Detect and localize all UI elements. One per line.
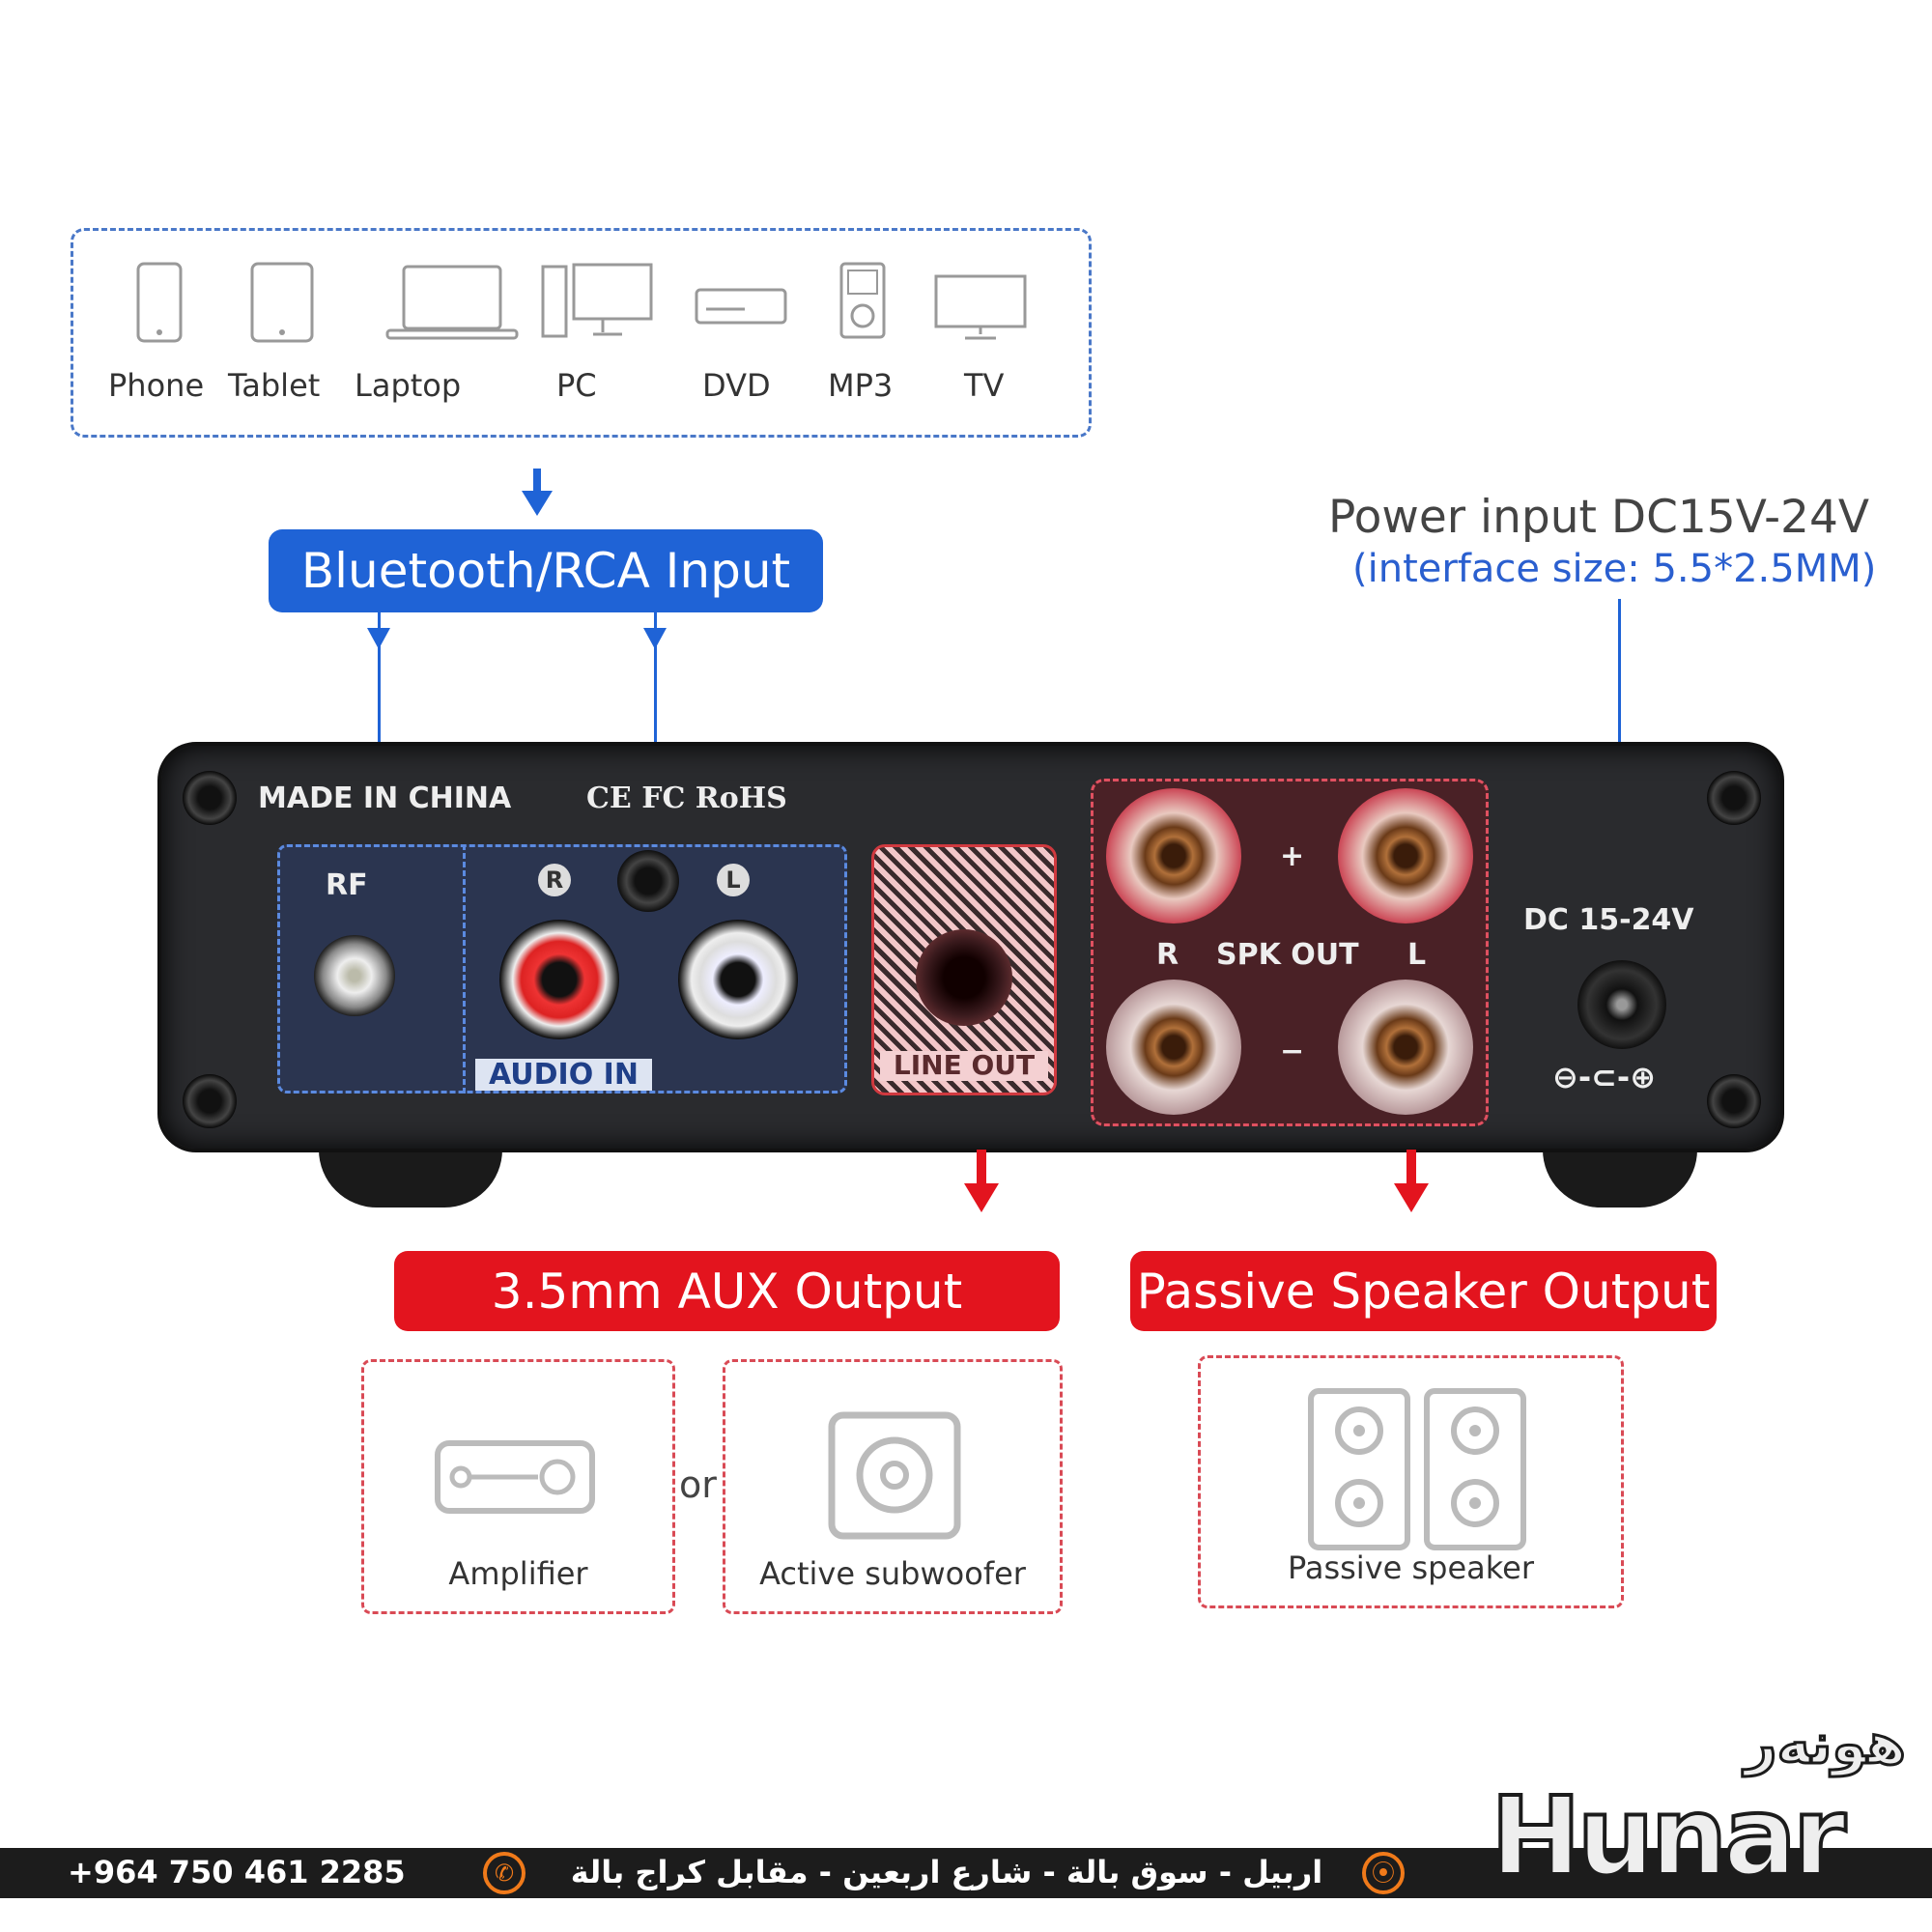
subwoofer-icon (828, 1411, 961, 1540)
bluetooth-rca-input-label: Bluetooth/RCA Input (269, 529, 823, 612)
rf-connector-line (378, 612, 381, 844)
device-label-pc: PC (556, 367, 597, 404)
amplifier-rear-panel: MADE IN CHINA CE FC RoHS RF R L AUDIO IN… (157, 742, 1784, 1152)
polarity-symbol: ⊖-⊂-⊕ (1552, 1059, 1656, 1095)
power-input-title: Power input DC15V-24V (1328, 491, 1870, 544)
rca-left-input-jack[interactable] (678, 920, 798, 1039)
arrow-down-icon (367, 628, 390, 649)
laptop-icon (384, 261, 519, 344)
tablet-icon (229, 261, 335, 344)
screw (1707, 771, 1761, 825)
rca-right-input-jack[interactable] (499, 920, 619, 1039)
device-label-dvd: DVD (702, 367, 771, 404)
device-label-phone: Phone (108, 367, 205, 404)
address-text: اربيل - سوق بالة - شارع اربعين - مقابل ك… (570, 1854, 1323, 1890)
power-input-subtitle: (interface size: 5.5*2.5MM) (1352, 547, 1877, 591)
bluetooth-antenna-jack[interactable] (617, 850, 679, 912)
phone-icon (106, 261, 213, 344)
dc-voltage-label: DC 15-24V (1523, 903, 1694, 937)
arrow-line (1406, 1150, 1416, 1188)
hunar-logo: هونەر Hunar (1489, 1715, 1916, 1900)
audio-in-label: AUDIO IN (475, 1059, 652, 1091)
source-devices-box (71, 228, 1092, 438)
rca-connector-line (654, 612, 657, 844)
location-pin-icon: ⦿ (1362, 1852, 1405, 1894)
passive-speaker-output-label: Passive Speaker Output (1130, 1251, 1717, 1331)
device-label-tablet: Tablet (228, 367, 321, 404)
rf-label: RF (326, 868, 368, 902)
spk-out-label: SPK OUT (1216, 938, 1359, 972)
speaker-r-label: R (1156, 938, 1179, 972)
aux-output-label: 3.5mm AUX Output (394, 1251, 1060, 1331)
speaker-terminal-l-negative[interactable] (1338, 980, 1473, 1115)
rca-r-label: R (538, 864, 571, 896)
rf-divider (463, 844, 466, 1094)
tv-icon (927, 261, 1034, 344)
active-subwoofer-box: Active subwoofer (723, 1359, 1063, 1614)
passive-speaker-label: Passive speaker (1287, 1549, 1534, 1586)
speaker-arrow-icon (1394, 1183, 1429, 1212)
phone-number: +964 750 461 2285 (68, 1854, 406, 1890)
arrow-down-icon (643, 628, 667, 649)
logo-arabic-text: هونەر (1744, 1711, 1908, 1776)
desktop-pc-icon (539, 261, 655, 344)
device-label-mp3: MP3 (828, 367, 894, 404)
negative-symbol: − (1280, 1035, 1305, 1068)
amplifier-icon (435, 1440, 595, 1514)
amplifier-box: Amplifier (361, 1359, 675, 1614)
or-text: or (679, 1463, 717, 1506)
input-arrow-line (533, 469, 541, 496)
made-in-china-text: MADE IN CHINA (258, 781, 512, 815)
passive-speakers-icon (1308, 1388, 1526, 1550)
footer-bar: +964 750 461 2285 ✆ اربيل - سوق بالة - ش… (0, 1848, 1932, 1898)
logo-latin-text: Hunar (1489, 1775, 1848, 1900)
dc-power-jack[interactable] (1577, 960, 1666, 1049)
certification-marks: CE FC RoHS (586, 781, 787, 815)
mp3-player-icon (810, 261, 916, 344)
screw (183, 771, 237, 825)
rf-antenna-jack[interactable] (314, 935, 395, 1016)
speaker-terminal-r-positive[interactable] (1106, 788, 1241, 923)
positive-symbol: + (1280, 839, 1305, 873)
arrow-line (977, 1150, 986, 1188)
line-out-3-5mm-jack[interactable] (916, 929, 1012, 1026)
active-subwoofer-label: Active subwoofer (759, 1555, 1026, 1592)
speaker-terminal-r-negative[interactable] (1106, 980, 1241, 1115)
input-arrow-icon (522, 491, 553, 516)
dvd-player-icon (688, 261, 794, 344)
device-label-laptop: Laptop (355, 367, 462, 404)
screw (183, 1074, 237, 1128)
aux-arrow-icon (964, 1183, 999, 1212)
speaker-l-label: L (1407, 938, 1427, 972)
screw (1707, 1074, 1761, 1128)
passive-speaker-box: Passive speaker (1198, 1355, 1624, 1608)
amplifier-label: Amplifier (448, 1555, 588, 1592)
rca-l-label: L (717, 864, 750, 896)
device-label-tv: TV (964, 367, 1005, 404)
phone-icon: ✆ (483, 1852, 526, 1894)
line-out-label: LINE OUT (880, 1050, 1048, 1081)
speaker-terminal-l-positive[interactable] (1338, 788, 1473, 923)
